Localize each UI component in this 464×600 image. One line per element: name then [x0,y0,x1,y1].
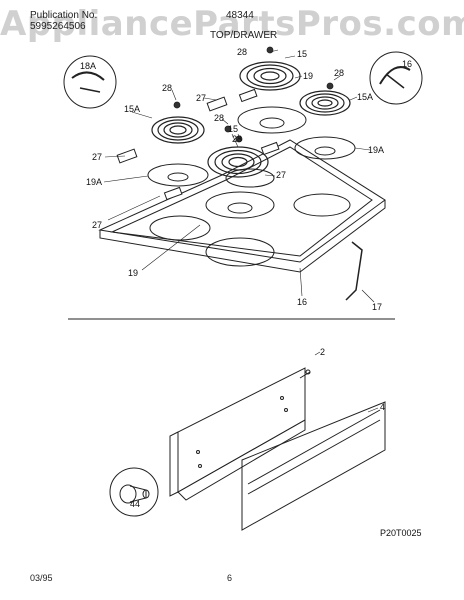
receptacle-27-top [206,96,228,112]
footer-page-number: 6 [227,573,233,583]
publication-label: Publication No. [30,10,98,21]
drip-bowl-19-rear [237,106,307,134]
callout-27: 27 [196,93,206,103]
callout-28: 28 [334,68,344,78]
callout-15: 15 [297,49,307,59]
screw-28 [326,82,334,90]
section-title: TOP/DRAWER [210,30,278,41]
rod-17 [345,241,363,301]
callout-27: 27 [92,152,102,162]
callout-16: 16 [402,59,412,69]
callout-15a: 15A [124,104,140,114]
receptacle-27-left [116,148,138,164]
callout-27: 27 [92,220,102,230]
model-number: 48344 [226,10,254,21]
callout-19a: 19A [86,177,102,187]
callout-19: 19 [303,71,313,81]
callout-19a: 19A [368,145,384,155]
callout-27: 27 [276,170,286,180]
drip-bowl-19a-left [147,163,209,187]
detail-circle-18a [63,55,117,109]
publication-number: 5995264506 [30,21,86,32]
surface-element-15a-left [151,116,205,144]
callout-28: 28 [162,83,172,93]
screw-28 [266,46,274,54]
callout-28: 28 [214,113,224,123]
callout-15: 15 [228,124,238,134]
screw-28 [224,125,232,133]
screw-28 [235,135,243,143]
callout-44: 44 [130,499,140,509]
callout-18a: 18A [80,61,96,71]
callout-15a: 15A [357,92,373,102]
watermark: AppliancePartsPros.com [0,4,464,44]
callout-2: 2 [320,347,325,357]
callout-28: 28 [232,134,242,144]
callout-28: 28 [237,47,247,57]
drawing-code: P20T0025 [380,528,422,538]
surface-element-15-rear [239,61,301,91]
cooktop [98,139,386,273]
drip-bowl-19-front [205,191,275,219]
detail-circle-18 [369,51,423,105]
callout-16: 16 [297,297,307,307]
surface-element-15-front [207,146,269,178]
footer-date: 03/95 [30,573,53,583]
callout-4: 4 [380,402,385,412]
screw-28 [173,101,181,109]
callout-17: 17 [372,302,382,312]
surface-element-15a-right [299,90,351,116]
drawer-front [241,401,386,531]
detail-circle-44 [109,467,159,517]
callout-19: 19 [128,268,138,278]
drip-bowl-19a-right [294,136,356,160]
